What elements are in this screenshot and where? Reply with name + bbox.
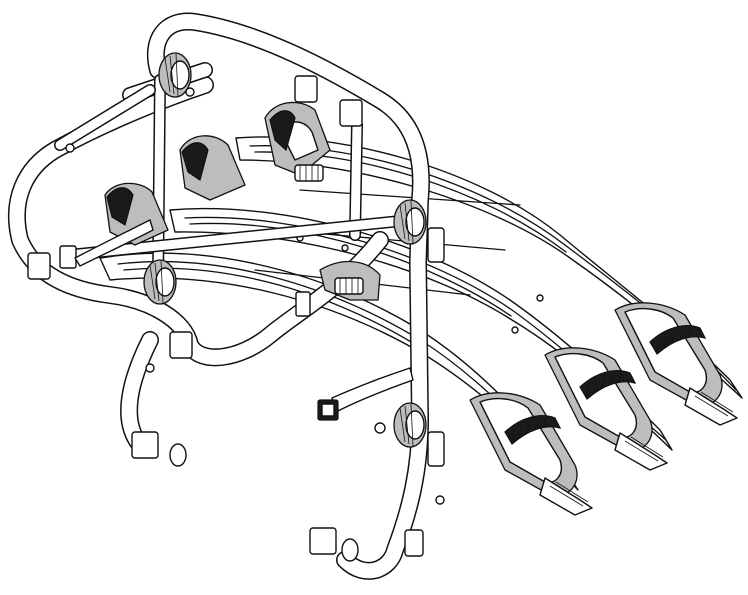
buckle [427, 227, 445, 263]
clamp [131, 431, 159, 459]
clamp [294, 75, 318, 103]
clamp [27, 252, 51, 280]
clamp-knobs [143, 52, 427, 448]
cradle-1 [469, 392, 593, 516]
cradle-3 [614, 302, 738, 426]
bolt [536, 294, 544, 302]
cradle-2 [544, 347, 668, 471]
bolt [341, 244, 349, 252]
frame-arm-1 [264, 101, 331, 182]
buckle [295, 291, 311, 317]
knob-right-upper [393, 199, 427, 245]
tube-clamps [27, 75, 445, 562]
clamp [339, 99, 363, 127]
tube-end [341, 538, 359, 562]
frame-arm-2 [179, 135, 246, 201]
clamp [169, 331, 193, 359]
frame-arm-4 [319, 260, 381, 301]
knob-top-left [158, 52, 192, 98]
tube-end [169, 443, 187, 467]
buckle [59, 245, 77, 269]
knob-lower-left [143, 259, 177, 305]
knob-right-lower [393, 402, 427, 448]
pins [65, 87, 445, 505]
loose-strap [74, 219, 414, 421]
wheel-cradles [469, 302, 738, 516]
bolt [511, 326, 519, 334]
buckle [427, 431, 445, 467]
clamp [404, 529, 424, 557]
clamp [309, 527, 337, 555]
